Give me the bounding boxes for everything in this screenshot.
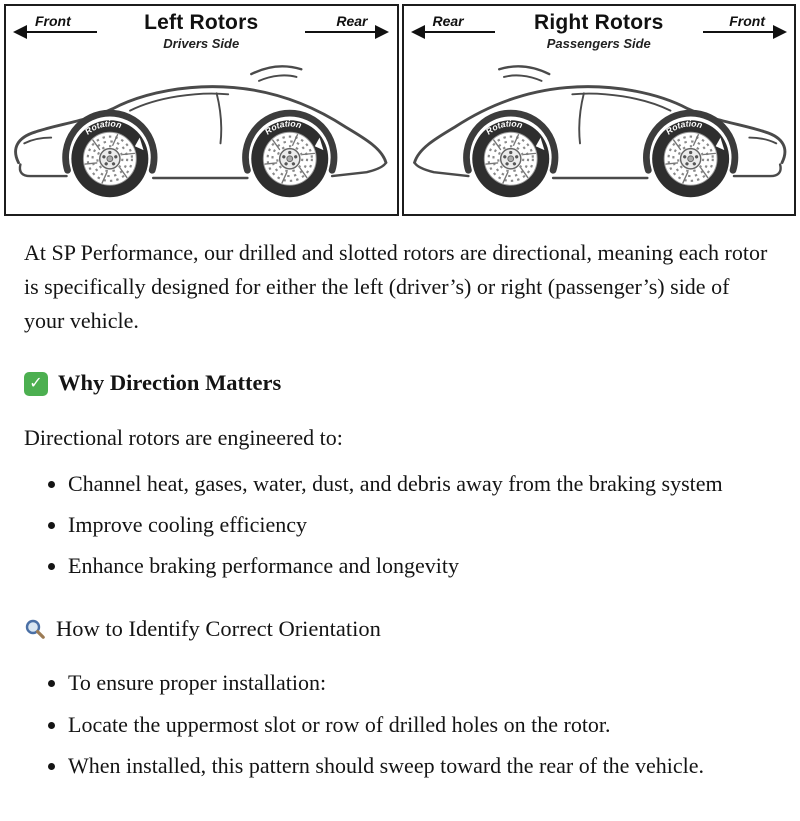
- front-arrow-label: Front: [35, 13, 71, 29]
- list-item: When installed, this pattern should swee…: [68, 749, 772, 783]
- left-rotors-panel: Front Left Rotors Drivers Side Rear: [4, 4, 399, 216]
- list-item: Improve cooling efficiency: [68, 508, 772, 542]
- list-item: To ensure proper installation:: [68, 666, 772, 700]
- rear-direction-arrow: Rear: [305, 13, 390, 39]
- arrow-shaft: [412, 30, 495, 33]
- section1-heading-text: Why Direction Matters: [58, 370, 282, 396]
- section2-heading-text: How to Identify Correct Orientation: [56, 615, 381, 641]
- list-item: Locate the uppermost slot or row of dril…: [68, 708, 772, 742]
- list-item: Enhance braking performance and longevit…: [68, 549, 772, 583]
- panel-title: Left Rotors: [144, 11, 259, 34]
- section1-lead: Directional rotors are engineered to:: [24, 425, 343, 451]
- front-arrow-label: Front: [729, 13, 765, 29]
- panel-subtitle: Passengers Side: [546, 36, 651, 51]
- rear-arrow-label: Rear: [432, 13, 464, 29]
- arrow-shaft: [15, 30, 97, 33]
- green-check-icon: ✓: [24, 371, 48, 396]
- front-direction-arrow: Front: [13, 13, 97, 39]
- arrow-head-icon: [375, 24, 390, 39]
- arrow-shaft: [703, 30, 785, 33]
- right-car-illustration: [404, 51, 795, 199]
- panel-title: Right Rotors: [533, 11, 664, 34]
- intro-paragraph: At SP Performance, our drilled and slott…: [24, 240, 768, 334]
- section2-bullet-list: To ensure proper installation: Locate th…: [24, 666, 772, 782]
- right-panel-titleblock: Right Rotors Passengers Side: [534, 11, 664, 51]
- left-car-illustration: [6, 51, 397, 199]
- arrow-head-icon: [13, 24, 27, 39]
- front-direction-arrow: Front: [703, 13, 787, 39]
- section1-bullet-list: Channel heat, gases, water, dust, and de…: [24, 467, 772, 583]
- section-heading-why-direction-matters: ✓ Why Direction Matters: [24, 366, 772, 401]
- panel-subtitle: Drivers Side: [163, 36, 240, 51]
- left-panel-titleblock: Left Rotors Drivers Side: [144, 11, 258, 51]
- left-panel-header: Front Left Rotors Drivers Side Rear: [6, 6, 397, 51]
- section-heading-identify-orientation: How to Identify Correct Orientation: [24, 612, 772, 647]
- rotor-direction-diagram: Front Left Rotors Drivers Side Rear Rea: [0, 0, 800, 216]
- magnifier-icon: [25, 619, 45, 639]
- arrow-head-icon: [410, 24, 425, 39]
- arrow-head-icon: [773, 24, 787, 39]
- rear-arrow-label: Rear: [336, 13, 368, 29]
- rear-direction-arrow: Rear: [410, 13, 495, 39]
- article-body: At SP Performance, our drilled and slott…: [0, 216, 800, 821]
- right-panel-header: Rear Right Rotors Passengers Side Front: [404, 6, 795, 51]
- list-item: Channel heat, gases, water, dust, and de…: [68, 467, 772, 501]
- arrow-shaft: [305, 30, 388, 33]
- right-rotors-panel: Rear Right Rotors Passengers Side Front: [401, 4, 796, 216]
